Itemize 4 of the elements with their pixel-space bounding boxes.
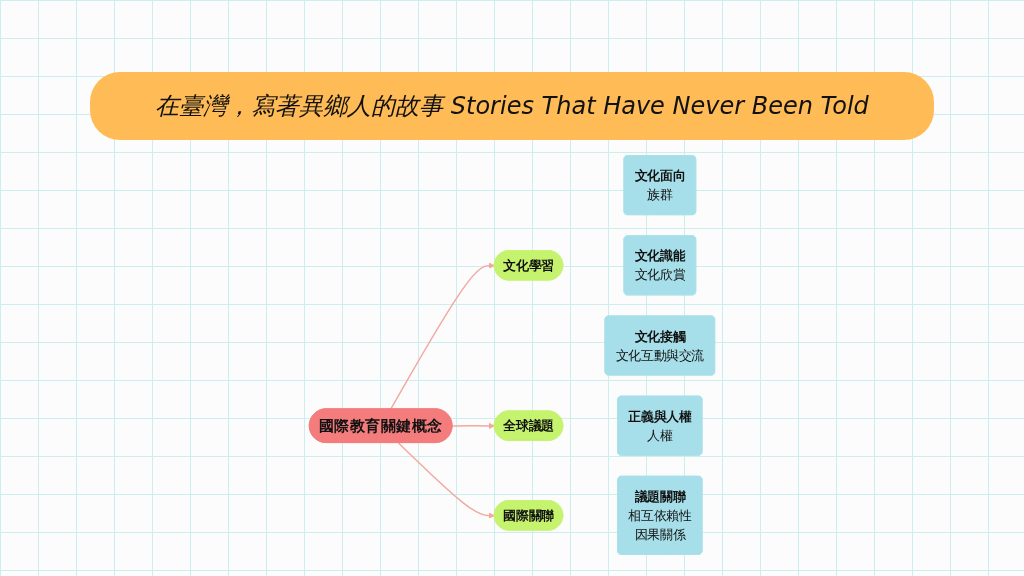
title-banner: 在臺灣，寫著異鄉人的故事 Stories That Have Never Been Told <box>90 72 934 140</box>
arrow <box>397 442 495 519</box>
arrow <box>451 422 495 430</box>
arrow <box>390 262 495 410</box>
